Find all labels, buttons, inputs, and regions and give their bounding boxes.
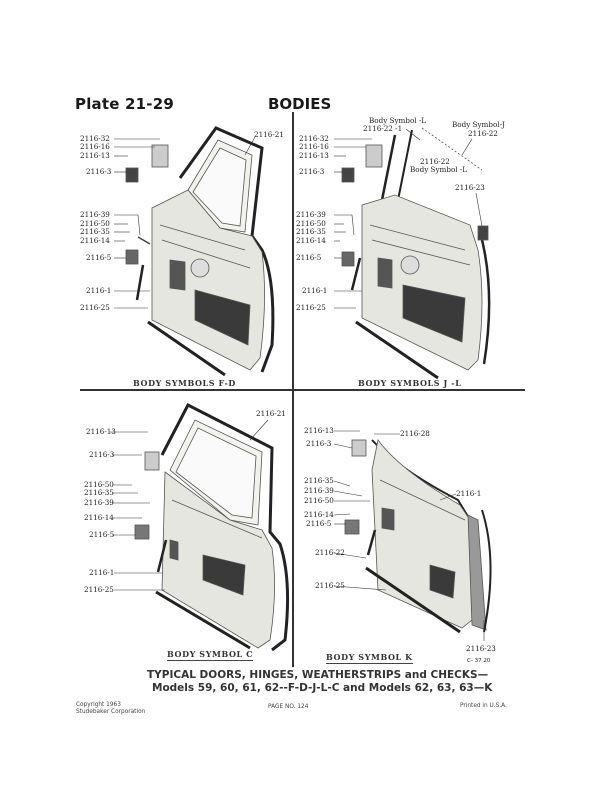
callout-part-number: 2116-25 [84,585,114,594]
callout-part-number: 2116-21 [256,409,286,418]
door-illustration-k [344,439,492,634]
section-title: BODIES [268,95,332,113]
callout-part-number: 2116-35 [84,488,114,497]
panel-caption-c: BODY SYMBOL C [167,649,254,661]
body-symbol-j-label: Body Symbol-J [452,120,505,129]
callout-part-number: 2116-22 [315,548,345,557]
plate-number: Plate 21-29 [75,95,174,113]
callout-part-number: 2116-39 [84,498,114,507]
panel-caption-k: BODY SYMBOL K [326,652,413,664]
callout-part-number: 2116-22 [420,157,450,166]
callout-part-number: 2116-50 [80,219,110,228]
callout-part-number: 2116-13 [80,151,110,160]
printed-in: Printed in U.S.A. [460,703,507,709]
callout-part-number: 2116-13 [304,426,334,435]
callout-part-number: 2116-35 [304,476,334,485]
callout-part-number: 2116-1 [89,568,115,577]
callout-part-number: 2116-22 [468,129,498,138]
page-number: PAGE NO. 124 [268,704,309,710]
copyright-line-1: Copyright 1963 [76,702,121,708]
callout-part-number: 2116-13 [86,427,116,436]
callout-part-number: 2116-28 [400,429,430,438]
callout-part-number: 2116-32 [299,134,329,143]
callout-part-number: 2116-14 [304,510,334,519]
drawing-code: C- 37 20 [467,658,491,664]
plate-title-line-2: Models 59, 60, 61, 62--F-D-J-L-C and Mod… [152,682,493,694]
callout-part-number: 2116-5 [89,530,115,539]
callout-part-number: 2116-23 [466,644,496,653]
callout-part-number: 2116-3 [306,439,332,448]
callout-part-number: 2116-16 [80,142,110,151]
callout-part-number: 2116-14 [84,513,114,522]
panel-caption-f-d: BODY SYMBOLS F-D [133,378,236,388]
callout-part-number: 2116-50 [304,496,334,505]
body-symbol-l-label: Body Symbol -L [410,165,468,174]
callout-part-number: 2116-3 [299,167,325,176]
plate-title-line-1: TYPICAL DOORS, HINGES, WEATHERSTRIPS and… [147,669,489,681]
callout-part-number: 2116-14 [296,236,326,245]
callout-part-number: 2116-3 [89,450,115,459]
callout-part-number: 2116-1 [302,286,328,295]
callout-part-number: 2116-14 [80,236,110,245]
callout-part-number: 2116-5 [86,253,112,262]
callout-part-number: 2116-1 [86,286,112,295]
callout-part-number: 2116-39 [80,210,110,219]
callout-part-number: 2116-39 [304,486,334,495]
callout-part-number: 2116-23 [455,183,485,192]
callout-part-number: 2116-16 [299,142,329,151]
callout-part-number: 2116-50 [296,219,326,228]
copyright-line-2: Studebaker Corporation [76,709,146,715]
callout-part-number: 2116-32 [80,134,110,143]
callout-part-number: 2116-25 [315,581,345,590]
body-symbol-l-label: Body Symbol -L [369,116,427,125]
horizontal-divider [80,389,525,391]
callout-part-number: 2116-5 [296,253,322,262]
callout-part-number: 2116-13 [299,151,329,160]
callout-part-number: 2116-5 [306,519,332,528]
callout-part-number: 2116-50 [84,480,114,489]
callout-part-number: 2116-1 [456,489,482,498]
callout-part-number: 2116-25 [80,303,110,312]
callout-part-number: 2116-35 [80,227,110,236]
callout-part-number: 2116-39 [296,210,326,219]
callout-part-number: 2116-22 -1 [363,124,403,133]
callout-part-number: 2116-25 [296,303,326,312]
door-illustration-f-d [125,126,275,377]
door-illustration-c [134,402,290,652]
panel-caption-j-l: BODY SYMBOLS J -L [358,378,462,388]
callout-part-number: 2116-3 [86,167,112,176]
callout-part-number: 2116-21 [254,130,284,139]
door-illustration-j-l [341,127,491,380]
callout-part-number: 2116-35 [296,227,326,236]
